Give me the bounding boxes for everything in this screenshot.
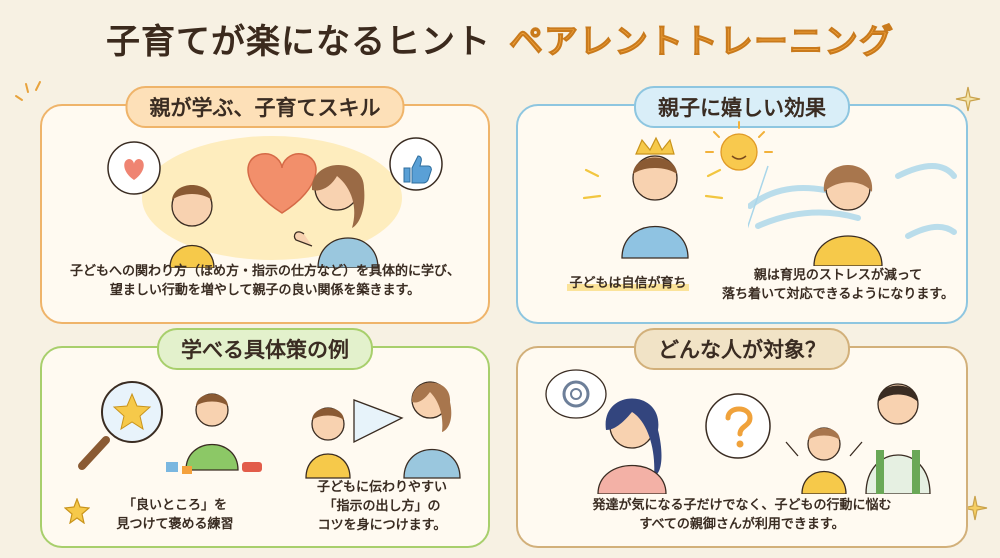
- sparkle-icon: [955, 86, 981, 112]
- thought-bubble-icon: [545, 369, 607, 419]
- text-line: 親は育児のストレスが減って: [753, 268, 923, 283]
- father-child-illustration: [785, 383, 931, 494]
- praise-text: 「良いところ」を 見つけて褒める練習: [90, 496, 260, 534]
- panel-title: 親子に嬉しい効果: [634, 86, 850, 128]
- relaxed-parent-illustration: [748, 163, 957, 266]
- page-title: 子育てが楽になるヒントペアレントトレーニング: [0, 14, 1000, 63]
- title-main: 子育てが楽になるヒント: [106, 22, 491, 62]
- text-line: 発達が気になる子だけでなく、子どもの行動に悩む: [592, 498, 892, 513]
- instruction-illustration: [305, 381, 461, 479]
- title-accent: ペアレントトレーニング: [509, 22, 894, 63]
- panel-benefits: 親子に嬉しい効果 子どもは自信が育ち 親: [516, 86, 968, 324]
- panel-text: 子どもへの関わり方（ほめ方・指示の仕方など）を具体的に学び、 望ましい行動を増や…: [52, 262, 478, 300]
- panel-title: 学べる具体策の例: [157, 328, 373, 370]
- thumbs-up-icon: [403, 155, 432, 184]
- text-line: 子どもに伝わりやすい: [316, 480, 447, 495]
- instruction-text: 子どもに伝わりやすい 「指示の出し方」の コツを身につけます。: [282, 478, 482, 535]
- panel-target: どんな人が対象？ 発達が気になる子だけでなく、子どもの行動に悩む す: [516, 328, 968, 548]
- confident-child-illustration: [582, 136, 724, 259]
- text-line: 見つけて褒める練習: [116, 517, 234, 532]
- question-bubble-icon: [705, 393, 771, 459]
- star-icon: [64, 498, 90, 524]
- text-line: 「良いところ」を: [122, 498, 227, 513]
- text-line: コツを身につけます。: [317, 518, 447, 533]
- crown-icon: [635, 136, 675, 155]
- megaphone-icon: [353, 399, 404, 444]
- text-line: 望ましい行動を増やして親子の良い関係を築きます。: [109, 283, 421, 298]
- sparkle-icon: [962, 495, 988, 521]
- text-line: 「指示の出し方」の: [323, 499, 441, 514]
- text-line: 落ち着いて対応できるようになります。: [721, 287, 955, 302]
- panel-text: 発達が気になる子だけでなく、子どもの行動に悩む すべての親御さんが利用できます。: [528, 496, 956, 534]
- panel-examples: 学べる具体策の例 「良いところ」を 見つけて褒める練習: [40, 328, 490, 548]
- worried-mother-illustration: [545, 369, 667, 494]
- parent-text: 親は育児のストレスが減って 落ち着いて対応できるようになります。: [718, 266, 958, 304]
- praise-practice-illustration: [78, 381, 262, 474]
- sun-icon: [705, 121, 773, 171]
- heart-icon: [247, 153, 317, 214]
- panel-title: 親が学ぶ、子育てスキル: [125, 86, 405, 128]
- text-line: 子どもへの関わり方（ほめ方・指示の仕方など）を具体的に学び、: [69, 264, 460, 279]
- sparkle-dots: [15, 81, 41, 101]
- panel-title: どんな人が対象？: [634, 328, 850, 370]
- parent-child-heart-illustration: [107, 136, 443, 268]
- child-caption-wrap: 子どもは自信が育ち: [548, 274, 708, 293]
- text-line: すべての親御さんが利用できます。: [639, 517, 845, 532]
- panel-parent-skills: 親が学ぶ、子育てスキル 子どもへの関わり方（ほめ方・指示の仕方など）を具体的に学…: [40, 86, 490, 324]
- child-caption: 子どもは自信が育ち: [567, 276, 689, 291]
